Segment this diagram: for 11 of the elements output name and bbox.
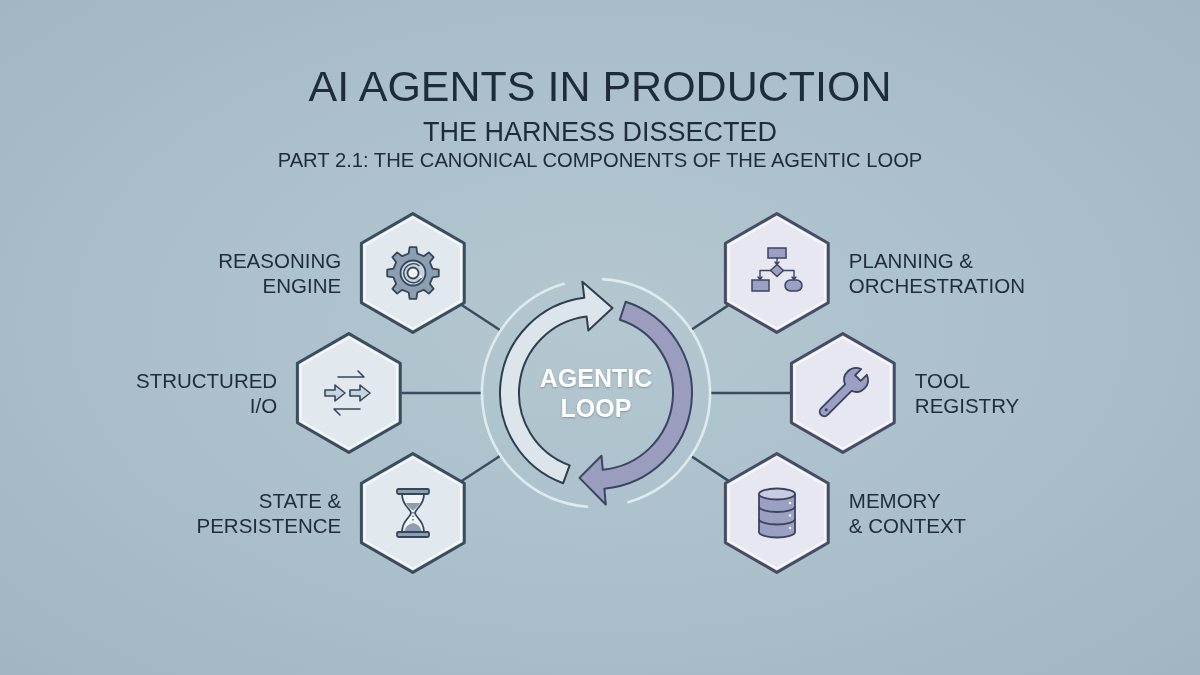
- component-label: STATE & PERSISTENCE: [196, 488, 342, 538]
- section-heading: PART 2.1: THE CANONICAL COMPONENTS OF THE AGENTIC LOOP: [277, 148, 923, 172]
- connector-line: [710, 391, 791, 395]
- component-label: PLANNING & ORCHESTRATION: [848, 248, 1025, 298]
- component-label: MEMORY & CONTEXT: [848, 488, 967, 538]
- component-label: TOOL REGISTRY: [914, 368, 1020, 418]
- subtitle: THE HARNESS DISSECTED: [422, 116, 778, 148]
- component-label: STRUCTURED I/O: [135, 368, 278, 418]
- connector-line: [401, 391, 482, 395]
- title: AI AGENTS IN PRODUCTION: [308, 61, 892, 111]
- component-label: REASONING ENGINE: [218, 248, 342, 298]
